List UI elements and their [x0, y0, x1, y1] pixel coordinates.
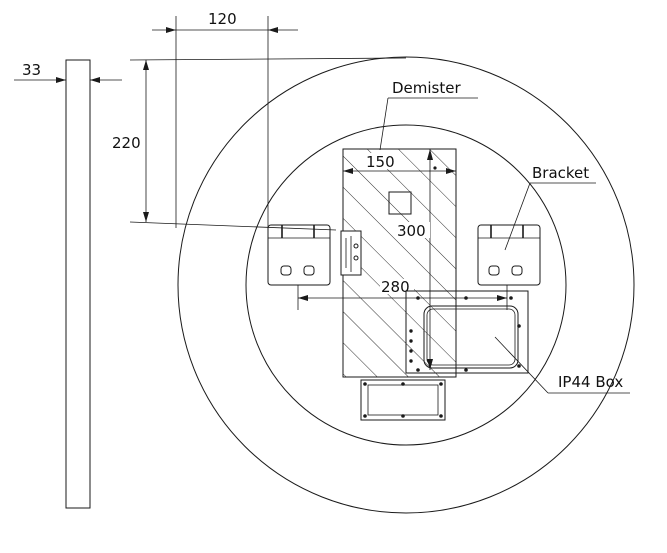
ext-line-bracket-top — [129, 221, 337, 231]
mirror-inner-ring — [245, 124, 567, 446]
lower-box-screw-5 — [401, 414, 405, 418]
bracket-right-slot-2 — [511, 265, 523, 276]
bracket-height-label: 220 — [112, 134, 141, 152]
demister-hatched-area — [342, 148, 457, 378]
ip44-leader-diagonal — [494, 336, 549, 394]
bracket-leader-diagonal — [504, 182, 531, 251]
demister-label: Demister — [392, 79, 461, 97]
demister-leader-diagonal — [379, 97, 389, 151]
bracket-width-label: 120 — [208, 10, 237, 28]
bracket-right-slot-1 — [488, 265, 500, 276]
lower-box-screw-1 — [363, 382, 367, 386]
demister-width-arrow-left — [343, 168, 353, 174]
side-profile — [65, 59, 91, 509]
ip44-screw-5 — [517, 364, 521, 368]
terminal-4 — [409, 359, 413, 363]
connector-hole-1 — [353, 243, 359, 249]
bracket-width-arrow-left — [166, 27, 176, 33]
bracket-left — [267, 224, 331, 286]
ip44-box-inner-lip — [426, 308, 516, 366]
ip44-screw-1 — [416, 296, 420, 300]
ip44-screw-3 — [509, 296, 513, 300]
bracket-spacing-arrow-left — [298, 295, 308, 301]
bracket-right-plate — [477, 224, 541, 286]
ext-line-top — [129, 57, 407, 61]
lower-box-outer — [360, 379, 446, 421]
ip44-box-inner — [423, 305, 519, 369]
connector-hole-2 — [353, 255, 359, 261]
thickness-arrow-left — [56, 77, 66, 83]
lower-junction-box — [360, 379, 446, 421]
bracket-label: Bracket — [532, 164, 589, 182]
bracket-height-dimension: 220 — [112, 57, 407, 231]
ip44-box-callout: IP44 Box — [494, 336, 630, 394]
bracket-height-arrow-top — [143, 60, 149, 70]
demister-width-arrow-right — [446, 168, 456, 174]
bracket-right — [477, 224, 541, 286]
demister-height-arrow-top — [427, 149, 433, 160]
ip44-box — [405, 290, 529, 374]
ip44-box-outer — [405, 290, 529, 374]
demister-height-label: 300 — [397, 222, 426, 240]
ip44-box-label: IP44 Box — [558, 373, 623, 391]
demister-width-dimension: 150 — [343, 153, 456, 174]
demister-pad — [340, 148, 457, 378]
bracket-spacing-dimension: 280 — [297, 278, 508, 310]
thickness-arrow-right — [90, 77, 100, 83]
bracket-left-slot-2 — [303, 265, 315, 276]
bracket-width-arrow-right — [268, 27, 278, 33]
lower-box-screw-6 — [439, 414, 443, 418]
lower-box-screw-4 — [363, 414, 367, 418]
lower-box-inner — [367, 384, 439, 416]
bracket-width-dimension: 120 — [152, 10, 298, 228]
demister-height-label-bg — [396, 222, 430, 238]
demister-width-label-bg — [363, 153, 401, 169]
ip44-screw-4 — [517, 324, 521, 328]
bracket-spacing-arrow-right — [497, 295, 507, 301]
ip44-screw-6 — [464, 368, 468, 372]
side-view: 33 — [14, 59, 122, 509]
mirror-outer-edge — [177, 56, 635, 514]
demister-dot-right — [433, 166, 437, 170]
ip44-screw-7 — [416, 368, 420, 372]
lower-box-screw-3 — [439, 382, 443, 386]
ip44-screw-2 — [464, 296, 468, 300]
bracket-left-plate — [267, 224, 331, 286]
bracket-left-slot-1 — [280, 265, 292, 276]
bracket-callout: Bracket — [504, 164, 596, 251]
bracket-spacing-label-bg — [380, 279, 414, 294]
demister-center-square — [388, 191, 412, 215]
terminal-3 — [409, 349, 413, 353]
terminal-2 — [409, 339, 413, 343]
terminal-1 — [409, 329, 413, 333]
lower-box-screw-2 — [401, 382, 405, 386]
demister-width-label: 150 — [366, 153, 395, 171]
demister-callout: Demister — [379, 79, 478, 151]
bracket-spacing-label: 280 — [381, 278, 410, 296]
bracket-height-arrow-bottom — [143, 212, 149, 222]
thickness-dimension: 33 — [22, 61, 41, 79]
